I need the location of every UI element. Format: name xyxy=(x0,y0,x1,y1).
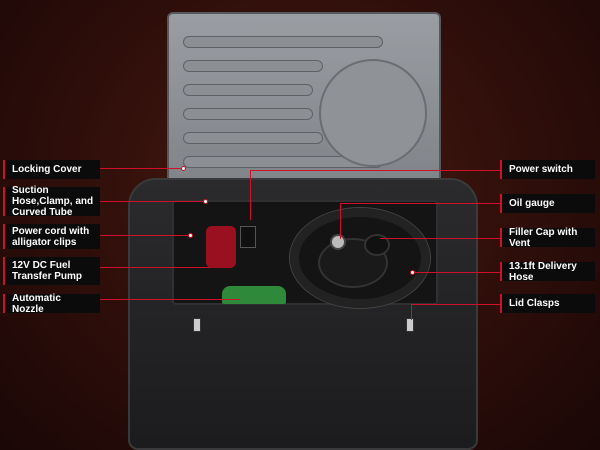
leader-line xyxy=(340,203,341,239)
leader-line xyxy=(411,304,412,320)
label-text: Oil gauge xyxy=(509,198,555,209)
label-text: Suction Hose,Clamp, and Curved Tube xyxy=(12,185,94,218)
label-text: Lid Clasps xyxy=(509,298,560,309)
label-power-cord: Power cord with alligator clips xyxy=(3,224,100,249)
leader-dot xyxy=(188,233,193,238)
leader-line xyxy=(100,267,210,268)
leader-line xyxy=(411,304,500,305)
transfer-pump xyxy=(206,226,236,268)
leader-dot xyxy=(181,166,186,171)
label-text: Locking Cover xyxy=(12,164,82,175)
label-text: Power cord with alligator clips xyxy=(12,225,90,248)
leader-line xyxy=(100,235,190,236)
locking-cover-lid xyxy=(167,12,441,192)
label-delivery-hose: 13.1ft Delivery Hose xyxy=(500,260,595,283)
lid-rib xyxy=(183,60,323,72)
label-filler-cap: Filler Cap with Vent xyxy=(500,226,595,249)
automatic-nozzle xyxy=(222,286,286,304)
leader-line xyxy=(250,170,500,171)
label-text: 12V DC Fuel Transfer Pump xyxy=(12,260,83,282)
lid-rib xyxy=(183,36,383,48)
leader-line xyxy=(250,170,251,220)
lid-rib xyxy=(183,108,313,120)
lid-circle xyxy=(319,59,427,167)
label-suction-hose: Suction Hose,Clamp, and Curved Tube xyxy=(3,185,100,218)
filler-cap xyxy=(364,234,390,256)
oil-gauge xyxy=(330,234,346,250)
label-automatic-nozzle: Automatic Nozzle xyxy=(3,292,100,315)
label-transfer-pump: 12V DC Fuel Transfer Pump xyxy=(3,257,100,285)
label-lid-clasps: Lid Clasps xyxy=(500,294,595,313)
leader-line xyxy=(413,272,500,273)
power-switch xyxy=(240,226,256,248)
label-text: Automatic Nozzle xyxy=(12,292,61,315)
label-text: Filler Cap with Vent xyxy=(509,226,578,249)
label-text: 13.1ft Delivery Hose xyxy=(509,260,577,283)
leader-line xyxy=(100,201,206,202)
label-power-switch: Power switch xyxy=(500,160,595,179)
lid-rib xyxy=(183,84,313,96)
leader-line xyxy=(100,168,184,169)
label-text: Power switch xyxy=(509,164,573,175)
label-locking-cover: Locking Cover xyxy=(3,160,100,179)
tank-top xyxy=(318,238,388,288)
leader-line xyxy=(340,203,500,204)
leader-dot xyxy=(410,270,415,275)
lid-rib xyxy=(183,132,323,144)
lid-clasp-left xyxy=(193,318,201,332)
leader-line xyxy=(380,238,500,239)
leader-line xyxy=(100,299,240,300)
lid-clasp-right xyxy=(406,318,414,332)
leader-dot xyxy=(203,199,208,204)
label-oil-gauge: Oil gauge xyxy=(500,194,595,213)
delivery-hose-coil xyxy=(290,208,430,308)
